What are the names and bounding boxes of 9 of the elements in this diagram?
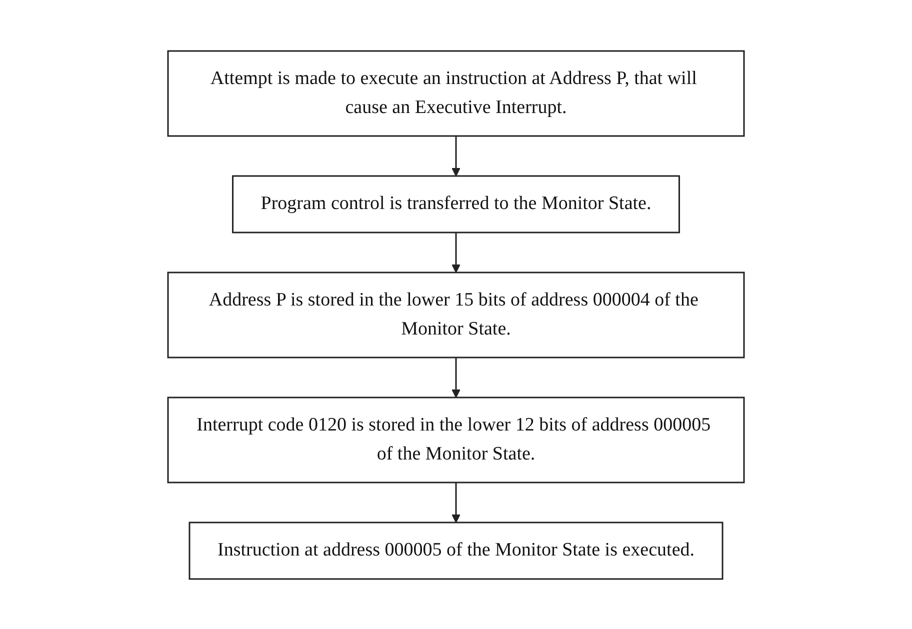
arrow — [452, 482, 460, 522]
arrow — [452, 136, 460, 176]
arrow — [452, 357, 460, 398]
node-box: Instruction at address 000005 of the Monitor State is executed. — [188, 521, 724, 580]
node-box: Attempt is made to execute an instruction at Address P, that will cause an Executive Interrupt. — [167, 50, 745, 136]
node-box: Address P is stored in the lower 15 bits of address 000004 of the Monitor State. — [167, 271, 745, 358]
arrow — [452, 232, 460, 272]
node-box: Interrupt code 0120 is stored in the lower 12 bits of address 000005 of the Monitor State. — [167, 396, 745, 483]
node-box: Program control is transferred to the Monitor State. — [232, 174, 680, 233]
